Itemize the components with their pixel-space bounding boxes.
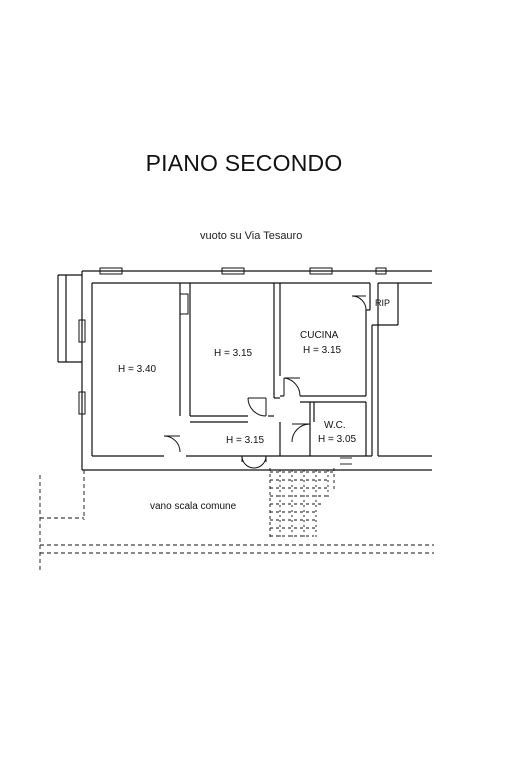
street-label: vuoto su Via Tesauro (200, 230, 303, 242)
outer-walls (81, 270, 432, 471)
interior-walls (179, 283, 399, 456)
room-middle-label: H = 3.15 (214, 348, 253, 359)
windows-left (78, 293, 189, 415)
stairs (269, 457, 352, 540)
windows-top (99, 267, 387, 275)
kitchen-name: CUCINA (300, 330, 339, 341)
wc-label: H = 3.05 (318, 434, 357, 445)
storage-name: RIP (375, 298, 390, 308)
common-area-outline (39, 470, 434, 570)
wc-name: W.C. (324, 420, 346, 431)
left-balcony (57, 274, 82, 363)
doors (163, 295, 367, 469)
stair-label: vano scala comune (150, 501, 237, 512)
hallway-label: H = 3.15 (226, 435, 265, 446)
room-left-label: H = 3.40 (118, 364, 157, 375)
kitchen-label: H = 3.15 (303, 345, 342, 356)
floor-title: PIANO SECONDO (145, 150, 343, 176)
